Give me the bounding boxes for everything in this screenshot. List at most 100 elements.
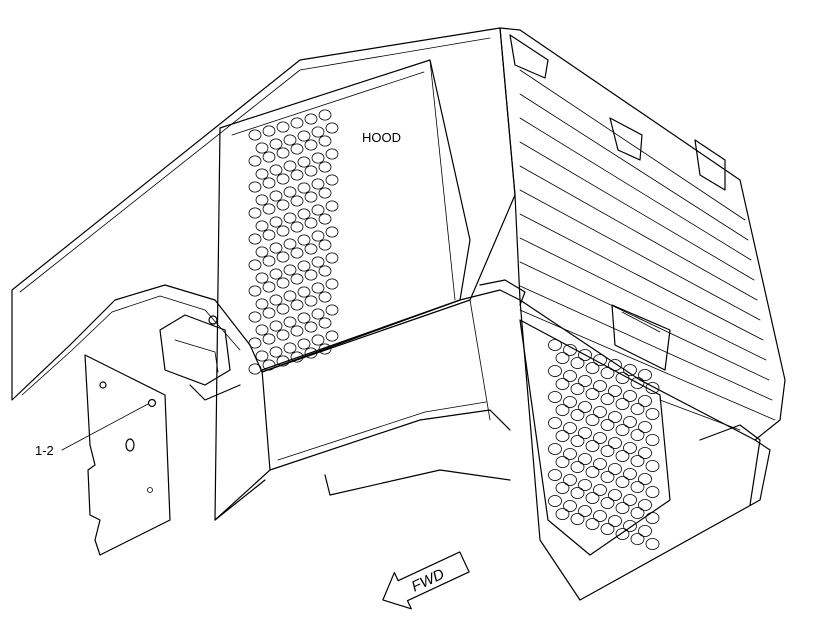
perforation-hole xyxy=(297,338,311,350)
perforation-hole xyxy=(255,246,269,258)
perforation-hole xyxy=(248,181,262,193)
perforation-hole xyxy=(608,437,622,449)
perforation-hole xyxy=(623,442,637,454)
perforation-hole xyxy=(248,311,262,323)
perforation-hole xyxy=(318,317,332,329)
perforation-hole xyxy=(248,233,262,245)
perforation-hole xyxy=(615,424,630,436)
perforation-hole xyxy=(297,130,311,142)
perforation-hole xyxy=(304,347,318,359)
perforation-hole xyxy=(290,247,304,259)
perforation-hole xyxy=(304,217,318,229)
hood-label: HOOD xyxy=(362,130,401,145)
perforation-hole xyxy=(585,518,600,530)
perforation-hole xyxy=(570,513,585,525)
louver-line xyxy=(519,69,746,221)
perforation-hole xyxy=(262,177,276,189)
perforation-hole xyxy=(290,325,304,337)
perforation-hole xyxy=(248,207,262,219)
perforation-hole xyxy=(600,393,615,405)
perforation-hole xyxy=(276,277,290,289)
perforation-hole xyxy=(608,359,622,371)
perforation-hole xyxy=(290,273,304,285)
perforation-hole xyxy=(593,510,607,522)
perforation-hole xyxy=(630,403,645,415)
perforation-hole xyxy=(645,382,660,394)
perforation-hole xyxy=(630,481,645,493)
perforation-hole xyxy=(276,121,290,133)
perforation-hole xyxy=(304,113,318,125)
perforation-hole xyxy=(548,417,562,429)
perforation-hole xyxy=(645,434,660,446)
perforation-hole xyxy=(638,369,652,381)
callout-leader-line xyxy=(61,403,149,451)
perforation-hole xyxy=(255,298,269,310)
perforation-hole xyxy=(585,466,600,478)
upper-perforation-grille xyxy=(248,109,339,375)
perforation-hole xyxy=(600,497,615,509)
perforation-hole xyxy=(297,260,311,272)
perforation-hole xyxy=(563,396,577,408)
perforation-hole xyxy=(269,320,283,332)
perforation-hole xyxy=(645,408,660,420)
perforation-hole xyxy=(297,234,311,246)
perforation-hole xyxy=(283,160,297,172)
perforation-hole xyxy=(255,168,269,180)
perforation-hole xyxy=(304,321,318,333)
perforation-hole xyxy=(578,505,592,517)
perforation-hole xyxy=(283,316,297,328)
perforation-hole xyxy=(608,411,622,423)
perforation-hole xyxy=(283,342,297,354)
perforation-hole xyxy=(311,204,325,216)
perforation-hole xyxy=(255,220,269,232)
perforation-hole xyxy=(570,357,585,369)
perforation-hole xyxy=(318,343,332,355)
louver-line xyxy=(519,165,758,301)
perforation-hole xyxy=(318,135,332,147)
perforation-hole xyxy=(283,290,297,302)
perforation-hole xyxy=(578,349,592,361)
perforation-hole xyxy=(318,239,332,251)
perforation-hole xyxy=(325,200,339,212)
perforation-hole xyxy=(608,515,622,527)
perforation-hole xyxy=(276,251,290,263)
louver-lines xyxy=(519,69,776,421)
perforation-hole xyxy=(555,378,570,390)
lower-enclosure xyxy=(214,279,771,601)
perforation-hole xyxy=(608,463,622,475)
perforation-hole xyxy=(325,330,339,342)
perforation-hole xyxy=(593,458,607,470)
perforation-hole xyxy=(290,143,304,155)
perforation-hole xyxy=(593,484,607,496)
perforation-hole xyxy=(297,312,311,324)
perforation-hole xyxy=(555,508,570,520)
perforation-hole xyxy=(578,453,592,465)
perforation-hole xyxy=(600,471,615,483)
perforation-hole xyxy=(304,191,318,203)
perforation-hole xyxy=(276,147,290,159)
louver-line xyxy=(519,309,776,421)
perforation-hole xyxy=(304,295,318,307)
perforation-hole xyxy=(297,182,311,194)
perforation-hole xyxy=(578,401,592,413)
perforation-hole xyxy=(269,164,283,176)
perforation-hole xyxy=(262,281,276,293)
perforation-hole xyxy=(555,404,570,416)
front-grille-panel xyxy=(214,59,471,521)
perforation-hole xyxy=(290,195,304,207)
perforation-hole xyxy=(276,199,290,211)
perforation-hole xyxy=(318,265,332,277)
perforation-hole xyxy=(593,406,607,418)
perforation-hole xyxy=(269,346,283,358)
perforation-hole xyxy=(623,416,637,428)
perforation-hole xyxy=(615,372,630,384)
louver-line xyxy=(519,117,752,261)
perforation-hole xyxy=(325,252,339,264)
callout-label: 1-2 xyxy=(35,443,54,458)
perforation-hole xyxy=(645,538,660,550)
perforation-hole xyxy=(570,461,585,473)
perforation-hole xyxy=(255,142,269,154)
perforation-hole xyxy=(283,186,297,198)
perforation-hole xyxy=(290,299,304,311)
